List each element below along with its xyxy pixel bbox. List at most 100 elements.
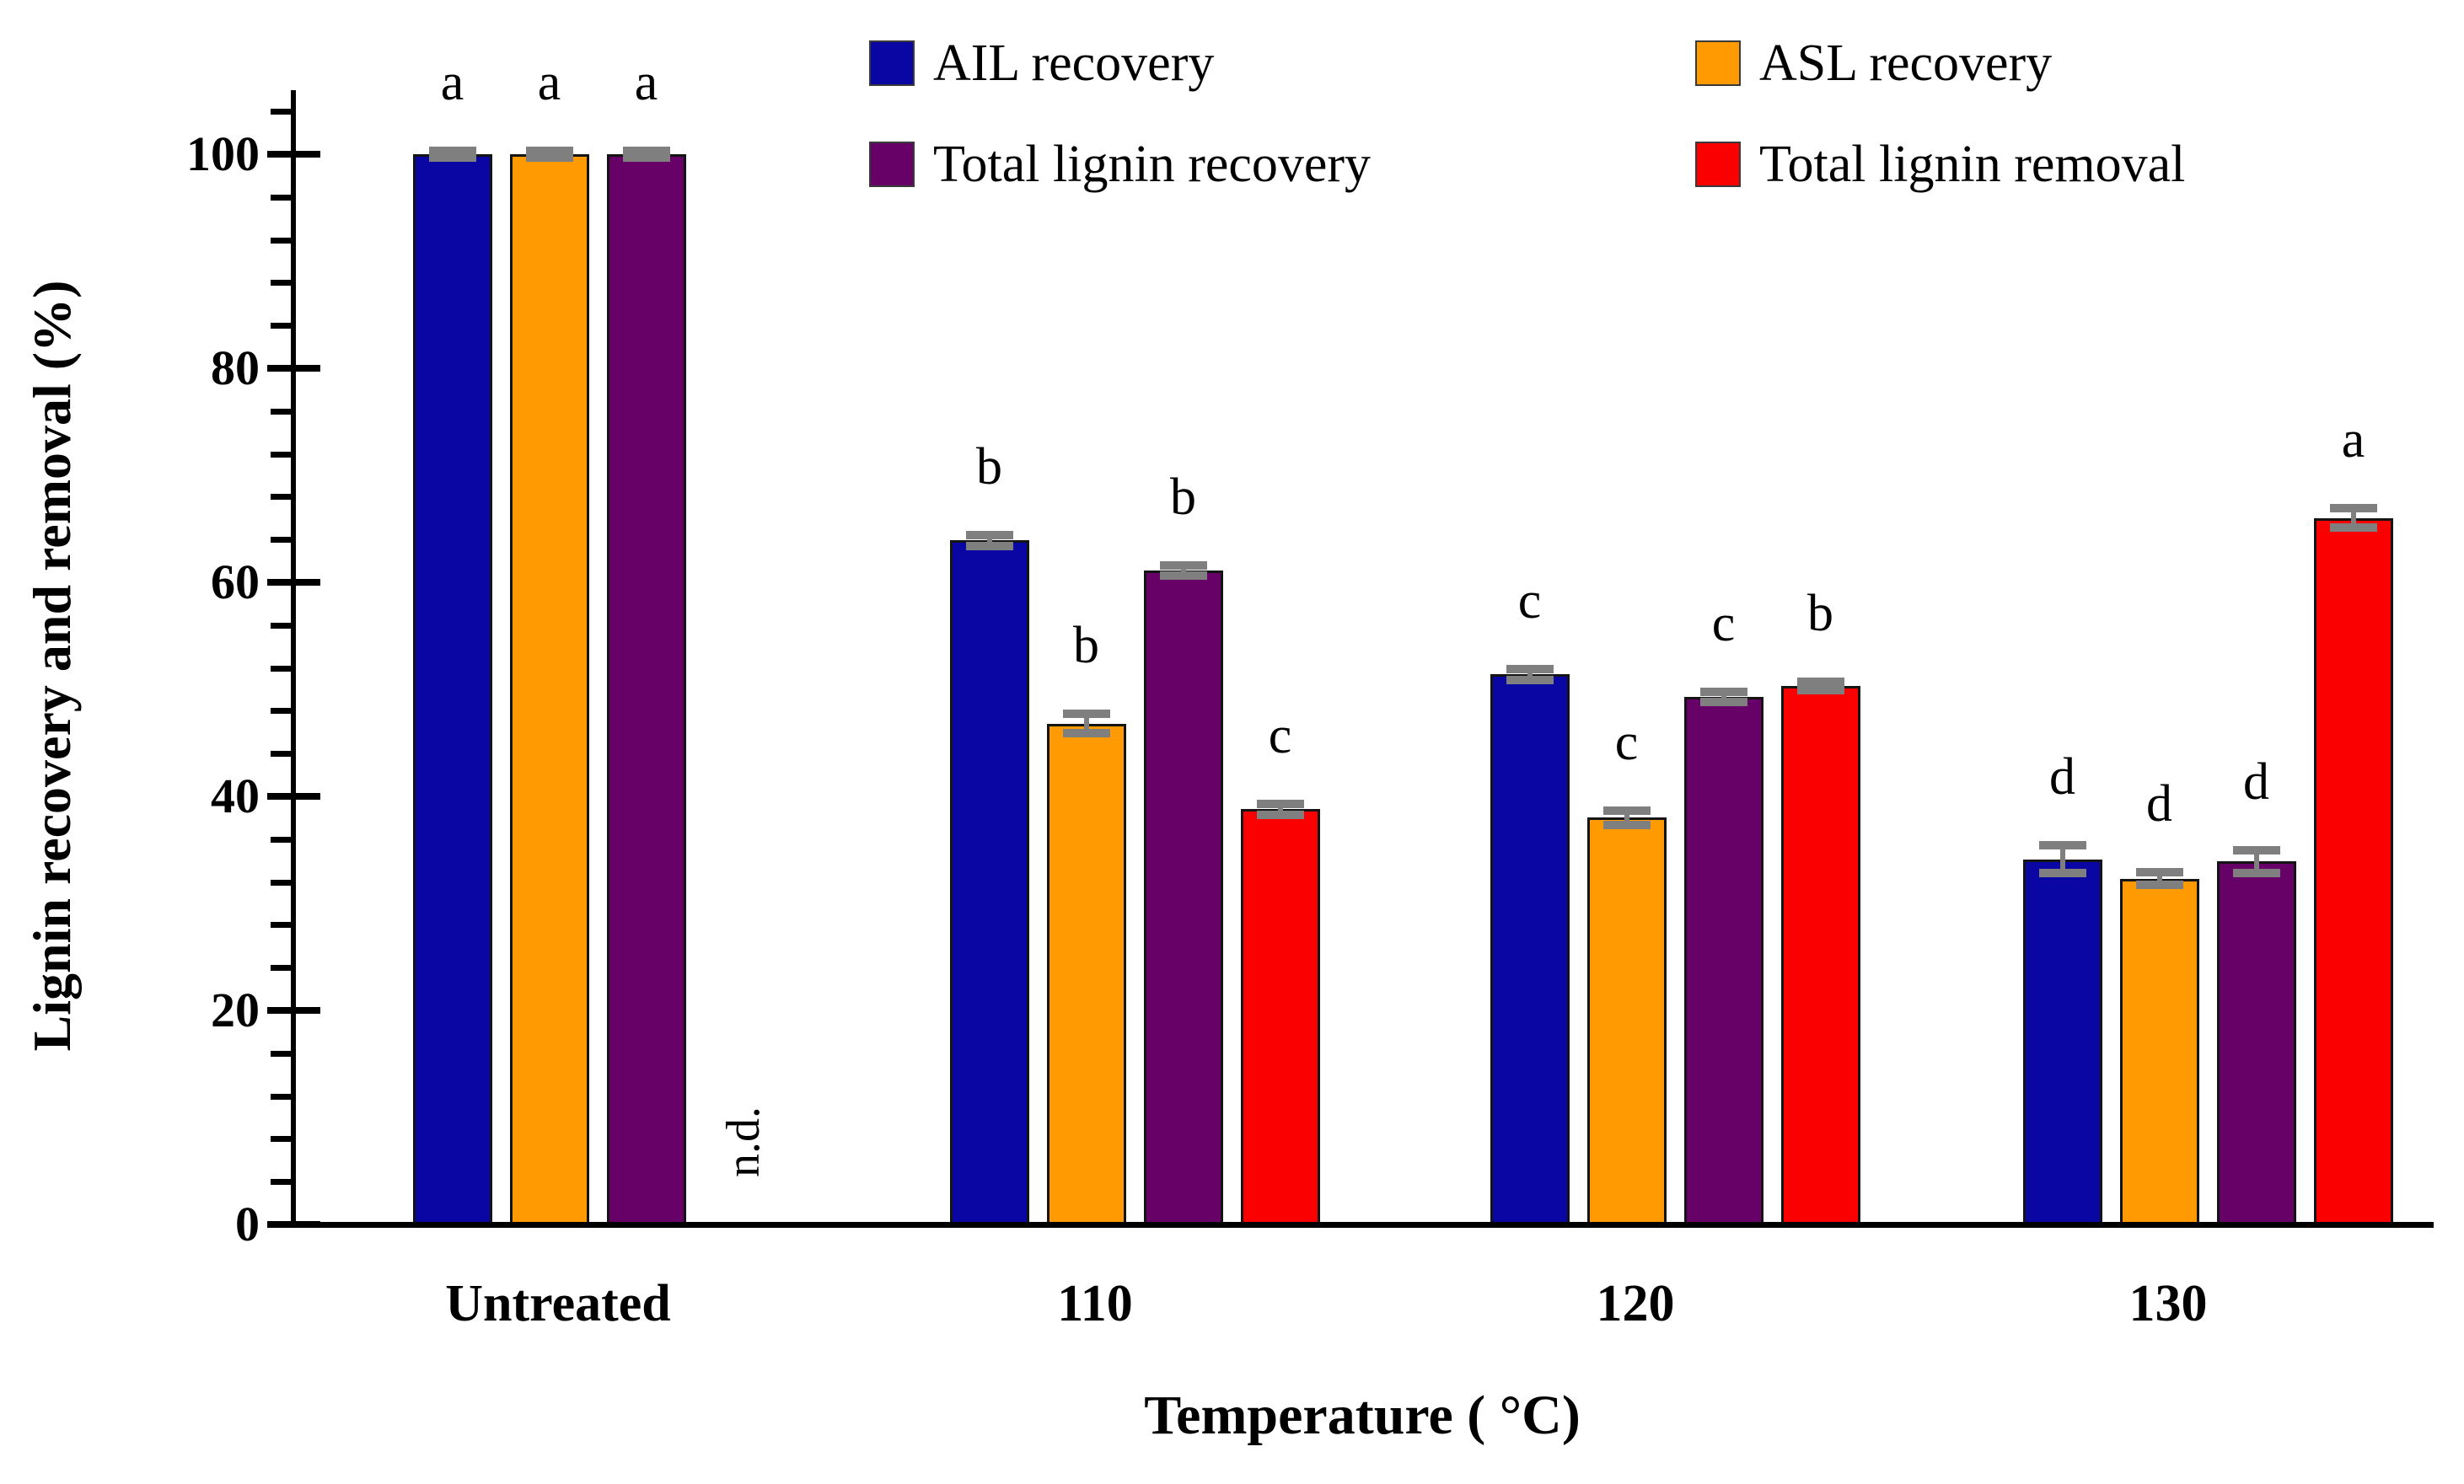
significance-letter: a (2341, 411, 2365, 469)
legend-swatch (869, 40, 915, 86)
significance-letter: b (976, 438, 1002, 496)
error-bar-cap-top (622, 147, 670, 156)
y-minor-tick (271, 537, 293, 544)
significance-letter: d (2243, 753, 2269, 811)
bar (2216, 861, 2296, 1228)
y-minor-tick (271, 622, 293, 629)
error-bar (1083, 714, 1089, 734)
nd-label: n.d. (717, 1106, 770, 1177)
error-bar-cap-bottom (1602, 821, 1651, 830)
y-tick-label: 80 (211, 340, 260, 395)
error-bar-cap-bottom (2135, 881, 2183, 890)
y-minor-tick (271, 194, 293, 201)
legend-label: ASL recovery (1759, 35, 2053, 92)
y-minor-tick (271, 751, 293, 758)
y-tick-label: 20 (211, 983, 260, 1037)
y-tick-label: 100 (186, 126, 260, 181)
significance-letter: b (1073, 617, 1099, 675)
y-axis-title: Lignin recovery and removal (%) (22, 280, 82, 1052)
legend-label: Total lignin recovery (933, 136, 1372, 193)
error-bar-cap-top (1699, 687, 1747, 696)
bar (509, 154, 589, 1228)
error-bar-cap-bottom (525, 153, 573, 162)
significance-letter: a (440, 54, 464, 112)
error-bar (2253, 849, 2259, 874)
bar (2119, 878, 2199, 1228)
bar (2313, 517, 2393, 1228)
x-group-label: 130 (2128, 1275, 2208, 1332)
legend-swatch (1695, 40, 1741, 86)
y-minor-tick (271, 1050, 293, 1057)
y-minor-tick (271, 1136, 293, 1143)
error-bar-cap-top (2329, 504, 2377, 513)
error-bar-cap-bottom (965, 541, 1013, 550)
bar (1780, 686, 1860, 1228)
error-bar-cap-bottom (1062, 729, 1110, 738)
error-bar (1721, 691, 1726, 703)
legend-item: Total lignin removal (1695, 137, 2185, 192)
significance-letter: a (634, 54, 658, 112)
y-minor-tick (271, 708, 293, 715)
bar (2022, 859, 2102, 1228)
error-bar (2156, 872, 2162, 886)
bar (1143, 571, 1223, 1228)
error-bar-cap-top (1062, 710, 1110, 719)
y-minor-tick (271, 323, 293, 329)
error-bar-cap-bottom (1699, 698, 1747, 707)
y-minor-tick (271, 836, 293, 843)
y-minor-tick (271, 879, 293, 886)
y-minor-tick (271, 1093, 293, 1100)
significance-letter: a (537, 54, 561, 112)
y-major-tick (267, 579, 320, 586)
y-axis-line (291, 90, 296, 1228)
y-minor-tick (271, 922, 293, 929)
significance-letter: c (1711, 594, 1736, 652)
legend-item: ASL recovery (1695, 35, 2052, 91)
x-axis-title: Temperature ( °C) (1144, 1385, 1581, 1446)
error-bar-cap-top (2232, 845, 2280, 855)
error-bar-cap-bottom (2232, 869, 2280, 878)
error-bar-cap-top (1506, 664, 1554, 673)
error-bar-cap-bottom (1159, 571, 1207, 581)
y-tick-label: 0 (235, 1197, 260, 1251)
bar (1046, 723, 1126, 1228)
legend-swatch (869, 142, 915, 187)
y-minor-tick (271, 1179, 293, 1186)
bar (1586, 817, 1667, 1228)
error-bar (986, 535, 992, 546)
error-bar-cap-top (1256, 799, 1304, 808)
significance-letter: d (2146, 775, 2172, 833)
error-bar-cap-top (2038, 841, 2086, 850)
legend-item: AIL recovery (869, 35, 1214, 91)
x-group-label: 110 (1057, 1275, 1133, 1332)
x-group-label: Untreated (445, 1275, 671, 1332)
error-bar-cap-top (525, 147, 573, 156)
error-bar-cap-top (1159, 560, 1207, 570)
error-bar-cap-bottom (428, 153, 476, 162)
y-minor-tick (271, 408, 293, 415)
legend-item: Total lignin recovery (869, 137, 1371, 192)
error-bar (1624, 810, 1629, 826)
significance-letter: d (2049, 748, 2075, 806)
significance-letter: b (1170, 468, 1196, 526)
significance-letter: c (1268, 706, 1292, 764)
significance-letter: b (1807, 585, 1833, 643)
y-minor-tick (271, 237, 293, 244)
error-bar-cap-bottom (1506, 675, 1554, 684)
error-bar-cap-top (2135, 868, 2183, 877)
error-bar-cap-bottom (2329, 523, 2377, 533)
bar (606, 154, 686, 1228)
bar (1683, 696, 1763, 1228)
y-tick-label: 60 (211, 554, 260, 609)
error-bar-cap-top (1602, 806, 1651, 815)
y-minor-tick (271, 280, 293, 287)
y-major-tick (267, 365, 320, 372)
x-group-label: 120 (1596, 1275, 1675, 1332)
error-bar-cap-top (965, 531, 1013, 540)
legend-swatch (1695, 142, 1741, 187)
y-major-tick (267, 1221, 320, 1228)
y-minor-tick (271, 965, 293, 972)
y-tick-label: 40 (211, 769, 260, 823)
y-minor-tick (271, 451, 293, 458)
